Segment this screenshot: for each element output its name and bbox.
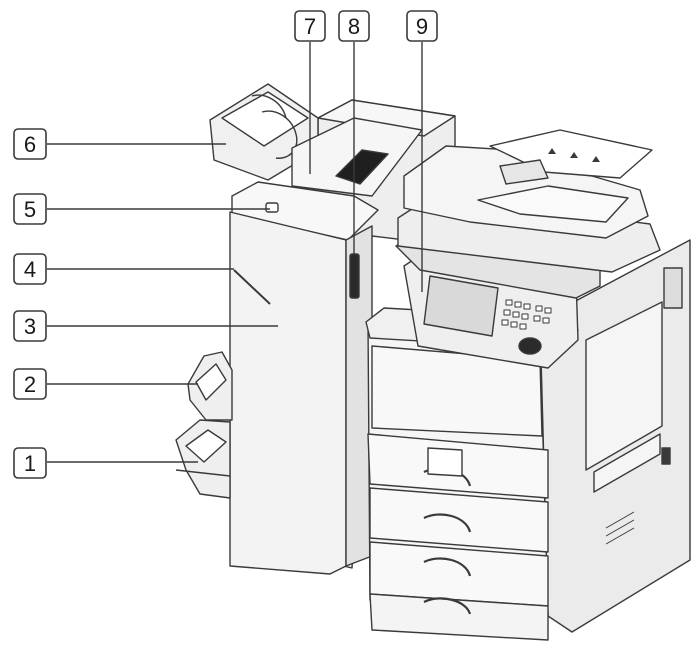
cassette-label-strip: [427, 447, 463, 477]
finisher-front-panel: [229, 211, 347, 575]
callout-box-1: 1: [13, 447, 47, 479]
callout-label-5: 5: [24, 197, 36, 222]
callout-box-7: 7: [294, 10, 326, 42]
callout-box-2: 2: [13, 368, 47, 400]
callout-label-2: 2: [24, 372, 36, 397]
callout-box-5: 5: [13, 193, 47, 225]
callouts: 1 2 3 4 5 6 7 8: [13, 10, 438, 479]
finisher-front-handle: [233, 269, 271, 305]
cassette-handle-4: [423, 597, 472, 615]
callout-label-9: 9: [416, 14, 428, 39]
finisher-top-button: [265, 202, 279, 213]
cassette-handle-3: [423, 557, 472, 577]
callout-label-3: 3: [24, 314, 36, 339]
control-panel-screen: [423, 275, 499, 337]
callout-label-6: 6: [24, 132, 36, 157]
start-button: [518, 337, 542, 355]
callout-box-9: 9: [406, 10, 438, 42]
finisher-side-handle: [349, 253, 360, 299]
callout-label-1: 1: [24, 451, 36, 476]
top-tray-paper: [221, 91, 309, 147]
callout-box-4: 4: [13, 253, 47, 285]
printer-illustration: [175, 83, 691, 641]
adf-guide-marks: [548, 148, 600, 162]
callout-box-6: 6: [13, 128, 47, 160]
callout-label-8: 8: [348, 14, 360, 39]
callout-box-8: 8: [338, 10, 370, 42]
callout-label-7: 7: [304, 14, 316, 39]
leader-lines: [47, 42, 423, 463]
control-panel-keypad: [501, 299, 552, 330]
callout-box-3: 3: [13, 310, 47, 342]
adf-output-tray: [477, 185, 629, 223]
printer-side-door: [585, 301, 663, 471]
callout-label-4: 4: [24, 257, 36, 282]
side-vent: [663, 267, 683, 309]
cassette-handle-2: [423, 513, 472, 533]
paper-cassette-4: [369, 593, 549, 641]
